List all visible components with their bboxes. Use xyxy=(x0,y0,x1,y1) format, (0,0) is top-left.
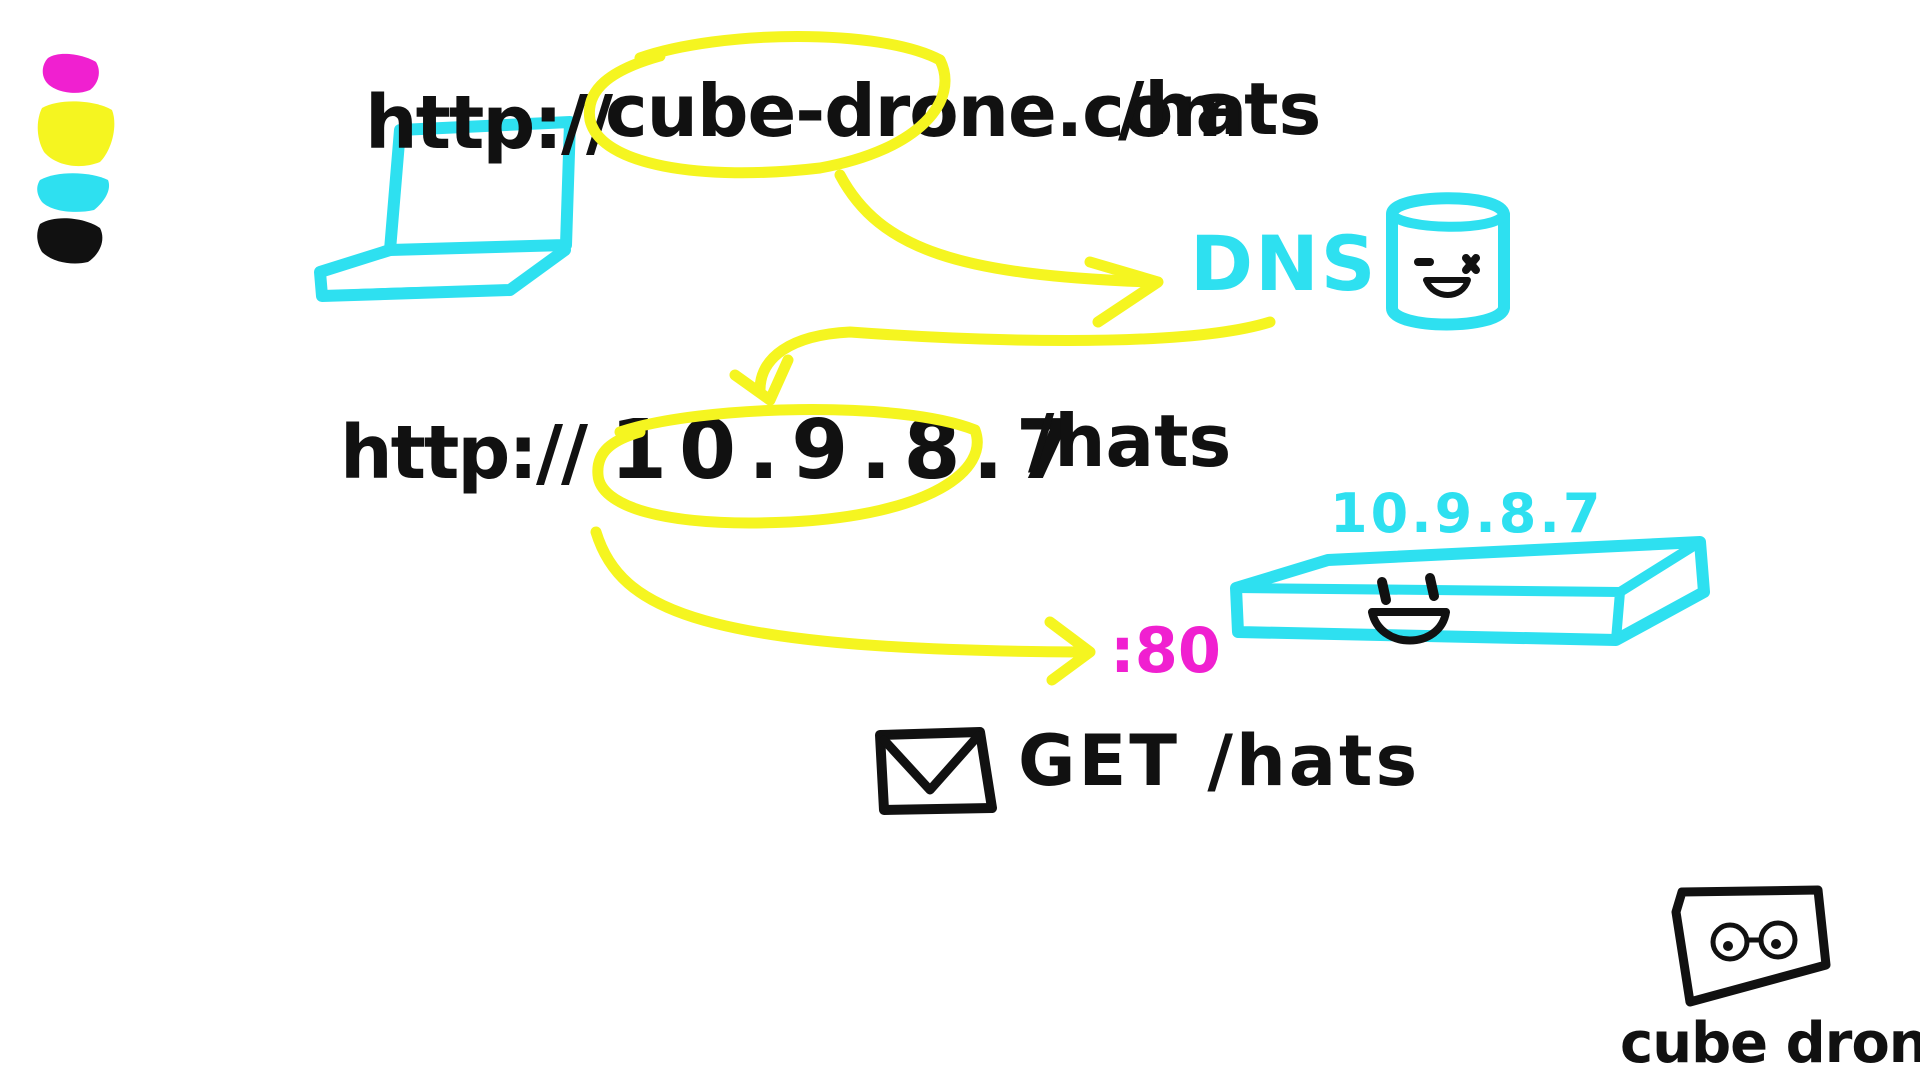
domain-url-path: /hats xyxy=(1118,67,1321,151)
database-smiley-icon xyxy=(1386,192,1510,331)
dns-label: DNS xyxy=(1190,219,1377,308)
domain-url-host: cube-drone.com xyxy=(605,69,1246,153)
palette-swatch-cyan xyxy=(37,173,110,212)
ip-url-path: /hats xyxy=(1028,399,1231,483)
domain-url: http:// cube-drone.com /hats xyxy=(365,67,1321,166)
ip-url-scheme: http:// xyxy=(340,410,589,496)
highlight-ellipse-ip xyxy=(592,404,983,529)
cube-drone-logo-icon xyxy=(1671,885,1831,1007)
palette-swatch-black xyxy=(37,218,103,264)
envelope-icon xyxy=(875,727,997,815)
server-smiley-icon xyxy=(1230,536,1710,646)
server-ip-label: 10.9.8.7 xyxy=(1330,482,1603,545)
palette-swatch-magenta xyxy=(42,53,99,93)
request-label: GET /hats xyxy=(1018,720,1420,802)
highlight-ellipse-domain xyxy=(583,31,951,179)
arrow-to-port xyxy=(590,526,1096,686)
laptop-icon xyxy=(314,116,576,302)
color-palette xyxy=(37,53,115,264)
server-port-label: :80 xyxy=(1110,614,1221,687)
domain-url-scheme: http:// xyxy=(365,80,614,166)
arrow-from-dns xyxy=(729,316,1276,406)
arrow-to-dns xyxy=(834,169,1164,328)
palette-swatch-yellow xyxy=(37,101,115,167)
brand-text: cube drone xyxy=(1620,1011,1920,1076)
